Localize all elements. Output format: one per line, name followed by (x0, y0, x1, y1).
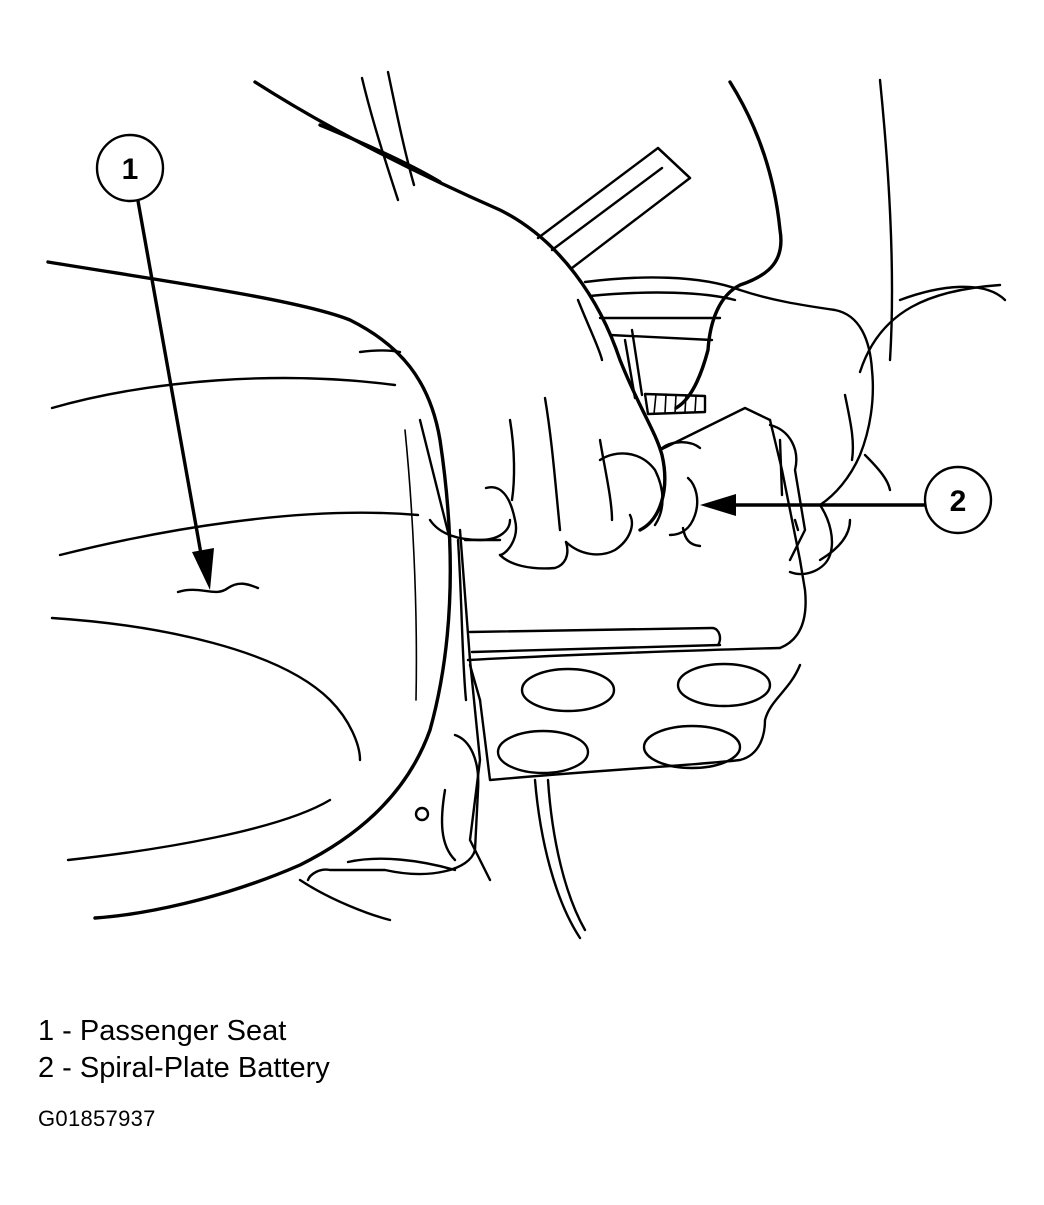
spiral-plate-battery (463, 406, 807, 782)
callout-1: 1 (95, 133, 214, 590)
callout-2: 2 (700, 465, 993, 535)
battery-removal-illustration: 1 2 (46, 70, 1007, 940)
callout-2-number: 2 (950, 485, 967, 518)
figure-id: G01857937 (38, 1106, 156, 1131)
callout-1-number: 1 (122, 153, 139, 186)
legend-item: 1 - Passenger Seat (38, 1015, 287, 1047)
right-hand (658, 80, 892, 576)
passenger-seat (46, 260, 452, 920)
left-hand (253, 80, 667, 570)
legend-item: 2 - Spiral-Plate Battery (38, 1052, 330, 1084)
seat-bracket (306, 528, 492, 882)
legend: 1 - Passenger Seat 2 - Spiral-Plate Batt… (38, 1013, 330, 1087)
seat-back-bracket (536, 146, 692, 270)
